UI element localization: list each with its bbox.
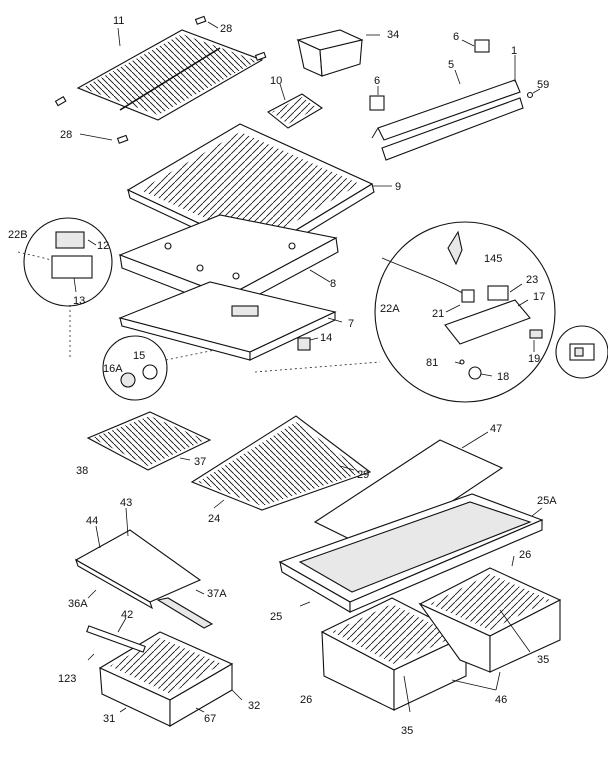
label-35-right: 35 [537,654,549,666]
label-12: 12 [97,240,109,252]
label-19: 19 [528,353,540,365]
wire-shelf-38 [86,411,212,471]
switch-14 [297,337,319,351]
label-17: 17 [533,291,545,303]
label-11: 11 [113,15,124,27]
screw-59 [526,88,541,99]
label-8: 8 [330,278,336,290]
label-5: 5 [448,59,454,71]
label-14: 14 [320,332,332,344]
label-23: 23 [526,274,538,286]
label-47: 47 [490,423,502,435]
wire-shelf-24 [190,415,372,511]
label-123: 123 [58,673,76,685]
crisper-drawer-26 [320,597,468,713]
label-32: 32 [248,700,260,712]
label-1: 1 [511,45,517,57]
strip-37a [156,589,214,629]
label-46: 46 [495,694,507,706]
label-18: 18 [497,371,509,383]
label-25a: 25A [537,495,557,507]
label-35-bottom: 35 [401,725,413,737]
label-145: 145 [484,253,502,265]
crisper-drawer-32 [86,617,243,727]
switch-inset-19 [555,325,608,379]
ceiling-panel-7 [118,281,343,361]
label-15: 15 [133,350,145,362]
drawer-cover-36a [74,507,202,610]
label-25: 25 [270,611,282,623]
label-21: 21 [432,308,444,320]
label-13: 13 [73,295,85,307]
label-81: 81 [426,357,438,369]
label-26-bottom: 26 [300,694,312,706]
label-43: 43 [120,497,132,509]
label-59: 59 [537,79,549,91]
label-28-top: 28 [220,23,232,35]
bracket-6-top [461,39,490,53]
crisper-cover-25 [278,493,544,613]
label-36a: 36A [68,598,88,610]
label-6-mid: 6 [374,75,380,87]
clip-28-bottom [54,96,129,144]
label-6-top: 6 [453,31,459,43]
label-26-mid: 26 [519,549,531,561]
label-37a: 37A [207,588,227,600]
inset-left [17,217,113,307]
lamp-15-16a [69,305,216,401]
inset-right [254,221,556,403]
crisper-drawer-right [418,555,562,691]
control-rail-1 [371,55,524,161]
rack-10 [267,83,324,129]
wire-shelf-11 [76,27,264,121]
bracket-6-mid [369,86,385,111]
label-44: 44 [86,515,98,527]
label-22b: 22B [8,229,28,241]
label-10: 10 [270,75,282,87]
label-67: 67 [204,713,216,725]
label-42: 42 [121,609,133,621]
bin-34 [296,29,380,77]
label-22a: 22A [380,303,400,315]
label-9: 9 [395,181,401,193]
label-7: 7 [348,318,354,330]
label-16a: 16A [103,363,123,375]
label-38: 38 [76,465,88,477]
label-24: 24 [208,513,220,525]
label-29: 29 [357,469,369,481]
part-labels: 11 28 34 6 1 5 59 10 6 28 9 22B 12 13 8 … [8,15,557,737]
label-37: 37 [194,456,206,468]
clip-28-top [194,15,267,61]
label-31: 31 [103,713,115,725]
label-28-bottom: 28 [60,129,72,141]
label-34: 34 [387,29,399,41]
